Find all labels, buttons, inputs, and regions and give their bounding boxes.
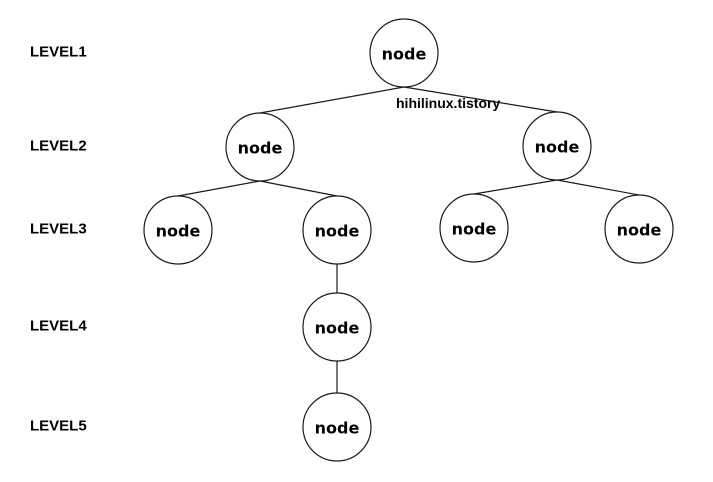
level-label: LEVEL2 bbox=[30, 138, 87, 155]
tree-node-label: node bbox=[315, 319, 360, 338]
tree-node-label: node bbox=[617, 221, 662, 240]
tree-node-label: node bbox=[315, 222, 360, 241]
tree-node-circle bbox=[439, 193, 509, 263]
level-label: LEVEL1 bbox=[30, 44, 87, 61]
level-label: LEVEL4 bbox=[30, 318, 87, 335]
tree-edge bbox=[259, 180, 338, 197]
tree-node-circle bbox=[369, 18, 439, 88]
tree-node-circle bbox=[302, 392, 372, 462]
tree-nodes-layer: node node node node node node node node node bbox=[143, 18, 674, 462]
tree-node-label: node bbox=[238, 139, 283, 158]
tree-edge bbox=[473, 179, 558, 195]
tree-edge bbox=[403, 86, 558, 113]
tree-edge bbox=[177, 180, 261, 197]
tree-node-circle bbox=[604, 194, 674, 264]
level-label: LEVEL3 bbox=[30, 221, 87, 238]
tree-node-label: node bbox=[382, 45, 427, 64]
watermark-text: hihilinux.tistory bbox=[396, 95, 500, 111]
tree-node-circle bbox=[302, 195, 372, 265]
tree-node-circle bbox=[143, 195, 213, 265]
tree-edge bbox=[259, 86, 405, 114]
level-label: LEVEL5 bbox=[30, 418, 87, 435]
tree-node-label: node bbox=[452, 220, 497, 239]
tree-edges-layer bbox=[177, 86, 640, 393]
tree-edge bbox=[556, 179, 640, 196]
tree-node-circle bbox=[302, 292, 372, 362]
tree-node-label: node bbox=[156, 222, 201, 241]
tree-node-label: node bbox=[315, 419, 360, 438]
tree-node-circle bbox=[225, 112, 295, 182]
tree-node-circle bbox=[522, 111, 592, 181]
tree-node-label: node bbox=[535, 138, 580, 157]
